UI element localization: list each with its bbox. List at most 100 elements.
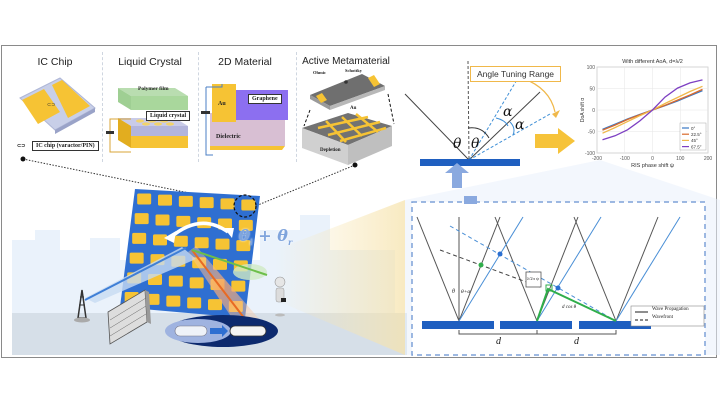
- connector-left: [22, 158, 249, 206]
- x-tick-label: 0: [651, 156, 654, 162]
- ris-patch: [220, 198, 235, 210]
- series-line-675: [602, 79, 703, 141]
- liquid-crystal-title: Liquid Crystal: [118, 56, 182, 68]
- chip-pad-left: [22, 89, 60, 124]
- x-tick-label: 100: [676, 156, 685, 162]
- y-axis-label: DoA shift α: [580, 98, 586, 122]
- separator: [198, 52, 199, 162]
- base-station-icon: [74, 289, 90, 323]
- theta-i-plus-theta-r-label: θi + θr: [239, 226, 293, 248]
- ic-chip-title: IC Chip: [37, 56, 73, 68]
- theta-label: θ: [452, 289, 455, 295]
- ris-patch: [173, 235, 188, 247]
- x-tick-label: -100: [620, 156, 630, 162]
- geometry-frame: [411, 201, 706, 356]
- car-motion-arrow: [210, 325, 228, 337]
- y-tick-label: 50: [589, 87, 595, 93]
- ris-patch: [238, 219, 253, 231]
- legend-label: 22.5°: [691, 132, 702, 137]
- liquid-crystal-label: Liquid crystal: [146, 111, 191, 121]
- schottky-label: Schottky: [345, 68, 363, 73]
- d-label: d: [574, 336, 579, 347]
- phase-fraction-label: λ/2π ψ: [527, 276, 539, 281]
- ris-patch: [187, 297, 202, 309]
- depletion-label: Depletion: [320, 148, 341, 153]
- incident-ray: [404, 93, 470, 161]
- ohmic-label: Ohmic: [313, 70, 326, 75]
- ris-patch: [137, 193, 152, 205]
- au-electrode: [212, 84, 236, 122]
- right-arrow: [535, 128, 575, 154]
- connector-right: [257, 164, 356, 206]
- tuned-ray-lower: [468, 113, 551, 161]
- legend-wave-propagation: Wave Propagation: [652, 307, 689, 312]
- incident-beam: [85, 247, 196, 303]
- active-metamaterial-title: Active Metamaterial: [302, 56, 390, 67]
- x-tick-label: -200: [592, 156, 602, 162]
- y-tick-label: -50: [588, 130, 595, 136]
- alpha-label: α: [515, 117, 525, 133]
- phase-fraction-box: [525, 271, 542, 288]
- ris-element: [500, 321, 572, 329]
- ris-patch: [178, 195, 193, 207]
- angle-tuning-range-label: Angle Tuning Range: [470, 66, 562, 82]
- up-arrow: [445, 163, 469, 188]
- legend-wavefront: Wavefront: [652, 315, 673, 320]
- ris-patch: [208, 299, 222, 311]
- user-person-icon: [274, 276, 286, 317]
- polymer-film-label: Polymer film: [138, 86, 169, 92]
- separator: [102, 52, 103, 162]
- electrode: [131, 136, 188, 148]
- ris-patch: [168, 275, 183, 287]
- reflector-surface: [420, 159, 520, 166]
- theta-r: θ: [277, 226, 288, 245]
- unit-cell-highlight: [233, 194, 257, 218]
- dielectric-label: Dielectric: [216, 134, 241, 140]
- ris-element: [422, 321, 494, 329]
- car-icon: [174, 325, 208, 337]
- ris-patch: [213, 258, 227, 270]
- ris-patch: [199, 197, 214, 209]
- legend-label: 67.5°: [691, 144, 702, 149]
- tuned-ray-upper: [468, 77, 519, 161]
- chip-pad-right: [52, 80, 90, 118]
- ris-patch: [155, 214, 170, 226]
- ris-patch: [236, 240, 251, 252]
- reflected-beam-green: [191, 249, 268, 276]
- separator: [296, 52, 297, 162]
- path-difference-lines: [536, 287, 617, 322]
- y-tick-label: 0: [592, 108, 595, 114]
- ris-patch: [132, 232, 147, 244]
- y-tick-label: 100: [587, 65, 596, 71]
- ic-chip-label: IC chip (varactor/PIN): [32, 141, 99, 151]
- ris-patch: [153, 234, 167, 246]
- x-tick-label: 200: [704, 156, 713, 162]
- legend-label: 45°: [691, 138, 698, 143]
- top-chip: [310, 74, 385, 106]
- svg-text:⊂⊃: ⊂⊃: [47, 103, 55, 108]
- ris-patch: [176, 215, 191, 227]
- obstacle-wall-icon: [107, 289, 151, 345]
- normal-line: [467, 60, 470, 161]
- ris-patch: [158, 194, 172, 206]
- theta-label: θ: [471, 136, 480, 152]
- au-label: Au: [218, 101, 226, 107]
- ris-patch: [166, 295, 181, 307]
- chart-title: With different AoA, d=λ/2: [622, 59, 683, 65]
- varactor-symbol: ⊂⊃: [17, 144, 26, 149]
- ris-patch: [215, 238, 230, 250]
- legend-label: 0°: [691, 126, 696, 131]
- ris-element: [579, 321, 651, 329]
- theta-label: θ: [453, 136, 462, 152]
- geometry-legend: [630, 305, 705, 327]
- d-label: d: [496, 336, 501, 347]
- ris-patch: [189, 277, 204, 289]
- projection-beam: [275, 200, 405, 355]
